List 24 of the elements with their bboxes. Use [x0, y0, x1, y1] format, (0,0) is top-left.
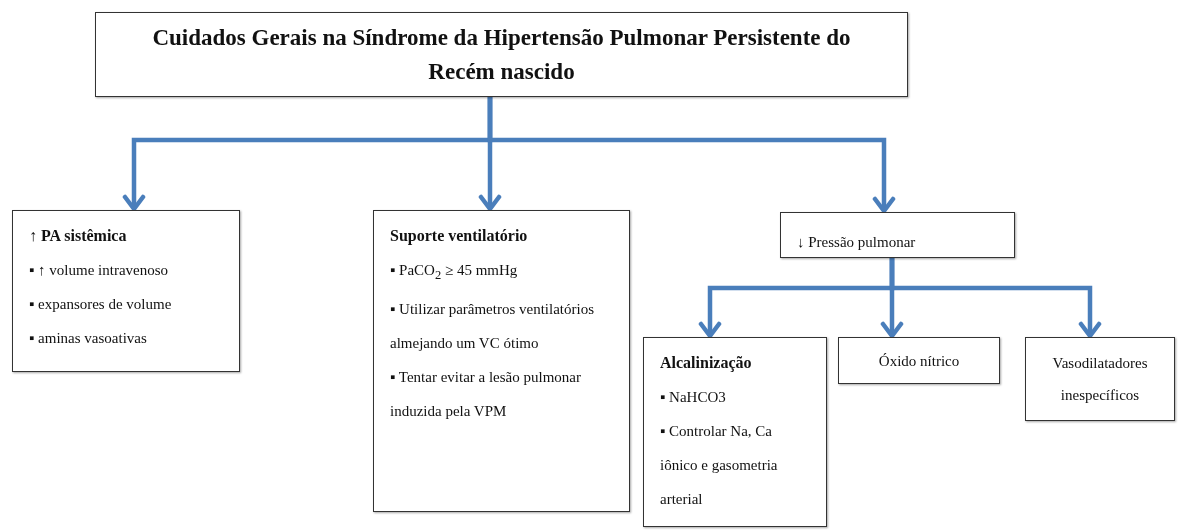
process-box — [12, 210, 240, 372]
node-text: ↓ Pressão pulmonar — [797, 233, 917, 252]
bullet-item: ▪ aminas vasoativas — [29, 329, 148, 348]
title-box — [95, 12, 908, 97]
box-heading: ↑ PA sistêmica — [29, 226, 128, 246]
process-box — [780, 212, 1015, 258]
bullet-item: ▪ Tentar evitar a lesão pulmonar induzida pela VPM — [390, 368, 582, 421]
bullet-item: ▪ ↑ volume intravenoso — [29, 261, 170, 280]
bullet-item: ▪ Controlar Na, Ca iônico e gasometria arterial — [660, 422, 779, 509]
bullet-item: ▪ PaCO$_{2}$ ≥ 45 mmHg — [390, 261, 519, 284]
title-text: Cuidados Gerais na Síndrome da Hipertensão Pulmonar Persistente do Recém nascido — [151, 23, 852, 86]
box-heading: Suporte ventilatório — [390, 226, 529, 247]
node-text: Óxido nítrico — [878, 351, 960, 371]
process-box — [838, 337, 1000, 384]
arrow — [487, 97, 896, 214]
bullet-item: ▪ NaHCO3 — [660, 388, 727, 407]
arrow — [889, 258, 1102, 339]
bullet-item: ▪ expansores de volume — [29, 295, 173, 314]
process-box — [1025, 337, 1175, 421]
node-text: Vasodilatadores inespecíficos — [1051, 354, 1149, 405]
process-box — [373, 210, 630, 512]
bullet-item: ▪ Utilizar parâmetros ventilatórios almejando um VC ótimo — [390, 300, 595, 353]
process-box — [643, 337, 827, 527]
box-heading: Alcalinização — [660, 353, 753, 374]
